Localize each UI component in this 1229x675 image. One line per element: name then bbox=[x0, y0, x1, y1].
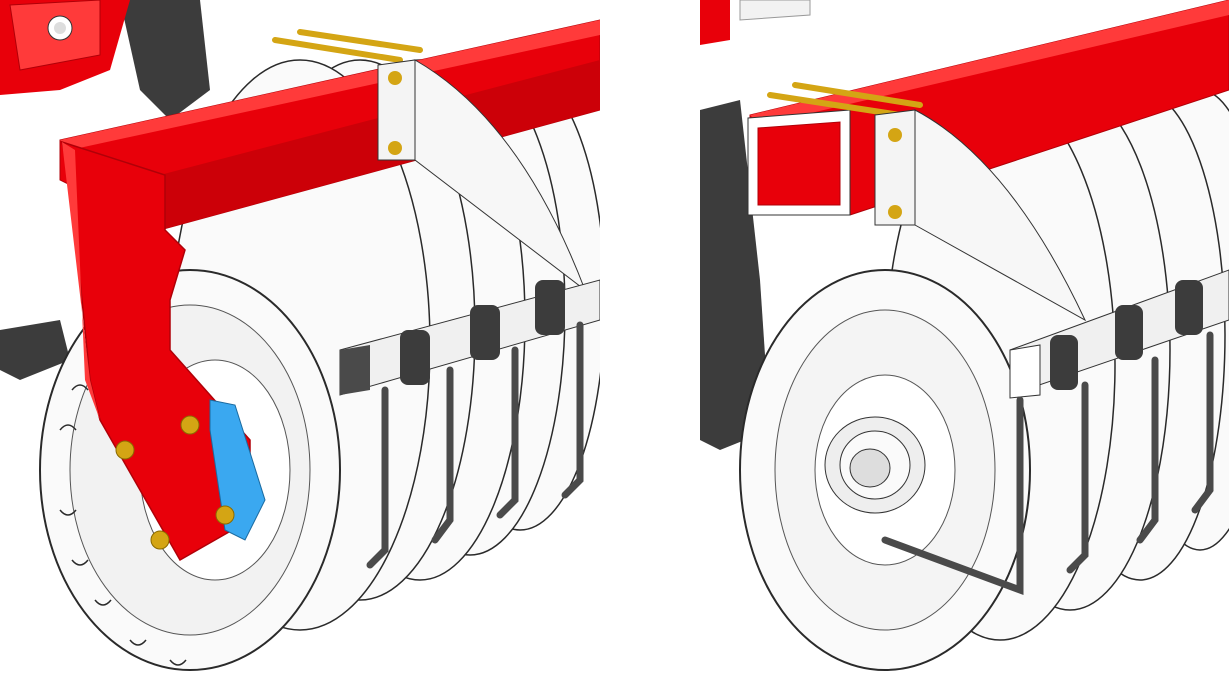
rear-dark-bracket bbox=[120, 0, 210, 120]
scraper-tines bbox=[366, 321, 584, 569]
rear-dark-arm bbox=[0, 320, 70, 380]
scraper-plate bbox=[414, 59, 587, 292]
arm-bolts bbox=[115, 415, 235, 550]
left-render-drawing bbox=[0, 0, 600, 671]
right-render-drawing bbox=[700, 0, 1229, 671]
right-render-panel bbox=[700, 0, 1229, 675]
u-bolts-right bbox=[767, 82, 923, 118]
tine-brackets bbox=[400, 280, 565, 385]
bearing-housing bbox=[209, 399, 266, 541]
ring-teeth bbox=[59, 284, 187, 666]
scraper-plate-right bbox=[914, 109, 1087, 322]
hub bbox=[824, 416, 926, 514]
tine-brackets-right bbox=[1050, 280, 1203, 390]
u-bolts bbox=[272, 29, 423, 63]
scraper-tines-right bbox=[881, 331, 1214, 596]
left-render-panel bbox=[0, 0, 600, 675]
top-red-fragment bbox=[700, 0, 730, 45]
side-dark-arm bbox=[700, 100, 770, 450]
